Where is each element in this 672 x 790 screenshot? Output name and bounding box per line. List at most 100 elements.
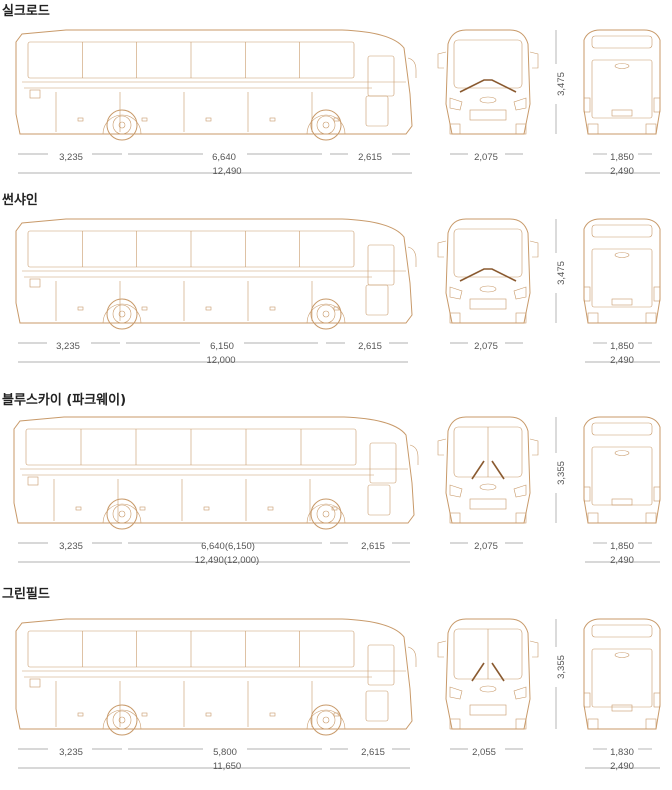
dim-height: 3,355 <box>556 461 567 485</box>
license-plate <box>611 498 633 506</box>
wheel-hub <box>118 310 126 318</box>
rear-body-outline <box>583 218 661 324</box>
dim-wheelbase: 6,640(6,150) <box>201 541 255 552</box>
dim-wheelbase: 6,640 <box>212 152 236 163</box>
dim-total-length: 11,650 <box>213 761 241 772</box>
wheel-arch <box>306 114 346 135</box>
left-tail-light <box>583 286 591 302</box>
left-headlight <box>449 686 463 700</box>
engine-cover <box>591 59 653 119</box>
dim-total-length: 12,000 <box>206 355 235 366</box>
model-title: 실크로드 <box>2 4 50 19</box>
dim-front-overhang: 3,235 <box>59 541 83 552</box>
left-headlight <box>449 97 463 111</box>
license-plate <box>611 298 633 306</box>
model-section-greenfield: 그린필드 3,235 5,800 2,615 11,650 2,055 3,35… <box>0 583 672 778</box>
left-rear-tire <box>587 312 599 324</box>
model-title: 블루스카이 (파크웨이) <box>2 393 127 408</box>
bay-handle <box>75 506 82 511</box>
front-side-window <box>367 244 395 286</box>
bay-handle <box>267 506 274 511</box>
left-front-tire <box>449 123 461 135</box>
wheel-arch <box>102 503 142 524</box>
side-mirror <box>409 444 419 465</box>
rear-view <box>583 218 661 324</box>
rear-top-window <box>591 624 653 638</box>
wheel <box>106 109 138 141</box>
bay-handle <box>141 306 148 311</box>
front-mirrors <box>437 640 539 658</box>
rear-vent <box>29 678 41 688</box>
right-tail-light <box>653 692 661 708</box>
dim-total-length: 12,490 <box>212 166 241 177</box>
right-rear-tire <box>645 512 657 524</box>
front-view <box>437 218 539 324</box>
bay-handle <box>269 117 276 122</box>
model-section-silkroad: 실크로드 3,235 6,640 2,615 12,490 2,075 3,47… <box>0 0 672 195</box>
dim-rear-overhang: 2,615 <box>361 541 385 552</box>
wheel <box>106 704 138 736</box>
dim-rear-track: 1,850 <box>610 152 634 163</box>
dim-height: 3,475 <box>556 261 567 285</box>
right-tail-light <box>653 286 661 302</box>
rear-emblem <box>614 252 630 258</box>
wheel-arch <box>102 114 142 135</box>
bay-handle <box>269 306 276 311</box>
engine-cover <box>591 648 653 708</box>
front-view <box>437 416 539 524</box>
dim-rear-track: 1,850 <box>610 541 634 552</box>
rear-body-outline <box>583 416 661 524</box>
front-door <box>365 690 389 722</box>
front-view <box>437 29 539 135</box>
front-side-window <box>367 55 395 97</box>
dimension-lines <box>18 619 660 769</box>
side-body-outline <box>15 218 413 324</box>
wheel-rim <box>112 710 132 730</box>
right-tail-light <box>653 486 661 502</box>
right-rear-tire <box>645 123 657 135</box>
dim-front-track: 2,075 <box>474 341 498 352</box>
wheel <box>310 109 342 141</box>
bus-blueprint: 3,235 6,640 2,615 12,490 2,075 3,475 1,8… <box>15 29 661 177</box>
dim-height: 3,475 <box>556 72 567 96</box>
wheel-rim <box>112 115 132 135</box>
dim-total-length: 12,490(12,000) <box>195 555 259 566</box>
side-body-outline <box>15 29 413 135</box>
front-emblem <box>479 96 497 104</box>
front-door <box>365 284 389 316</box>
wheel-rim <box>316 304 336 324</box>
windshield <box>453 228 523 278</box>
wiper <box>471 460 505 480</box>
dim-front-track: 2,075 <box>474 541 498 552</box>
right-tail-light <box>653 97 661 113</box>
wheel-rim <box>112 304 132 324</box>
left-front-tire <box>449 718 461 730</box>
side-body-outline <box>13 416 415 524</box>
wheel-hub <box>322 121 330 129</box>
wheel <box>106 298 138 330</box>
dim-rear-width: 2,490 <box>610 355 634 366</box>
front-emblem <box>479 685 497 693</box>
engine-cover <box>591 248 653 308</box>
rear-top-window <box>591 224 653 238</box>
rear-view <box>583 416 661 524</box>
bay-handle <box>205 306 212 311</box>
right-headlight <box>513 484 527 498</box>
front-mirrors <box>437 240 539 258</box>
bay-handle <box>205 117 212 122</box>
dim-rear-track: 1,850 <box>610 341 634 352</box>
left-front-tire <box>449 512 461 524</box>
front-mirrors <box>437 51 539 69</box>
dim-rear-width: 2,490 <box>610 555 634 566</box>
bay-handle <box>205 712 212 717</box>
model-title: 그린필드 <box>2 587 50 602</box>
dim-front-track: 2,075 <box>474 152 498 163</box>
wheel-arch <box>102 709 142 730</box>
left-front-tire <box>449 312 461 324</box>
dim-front-track: 2,055 <box>472 747 496 758</box>
left-tail-light <box>583 486 591 502</box>
rear-top-window <box>591 35 653 49</box>
left-rear-tire <box>587 718 599 730</box>
bay-handle <box>141 712 148 717</box>
front-body-outline <box>445 218 531 324</box>
